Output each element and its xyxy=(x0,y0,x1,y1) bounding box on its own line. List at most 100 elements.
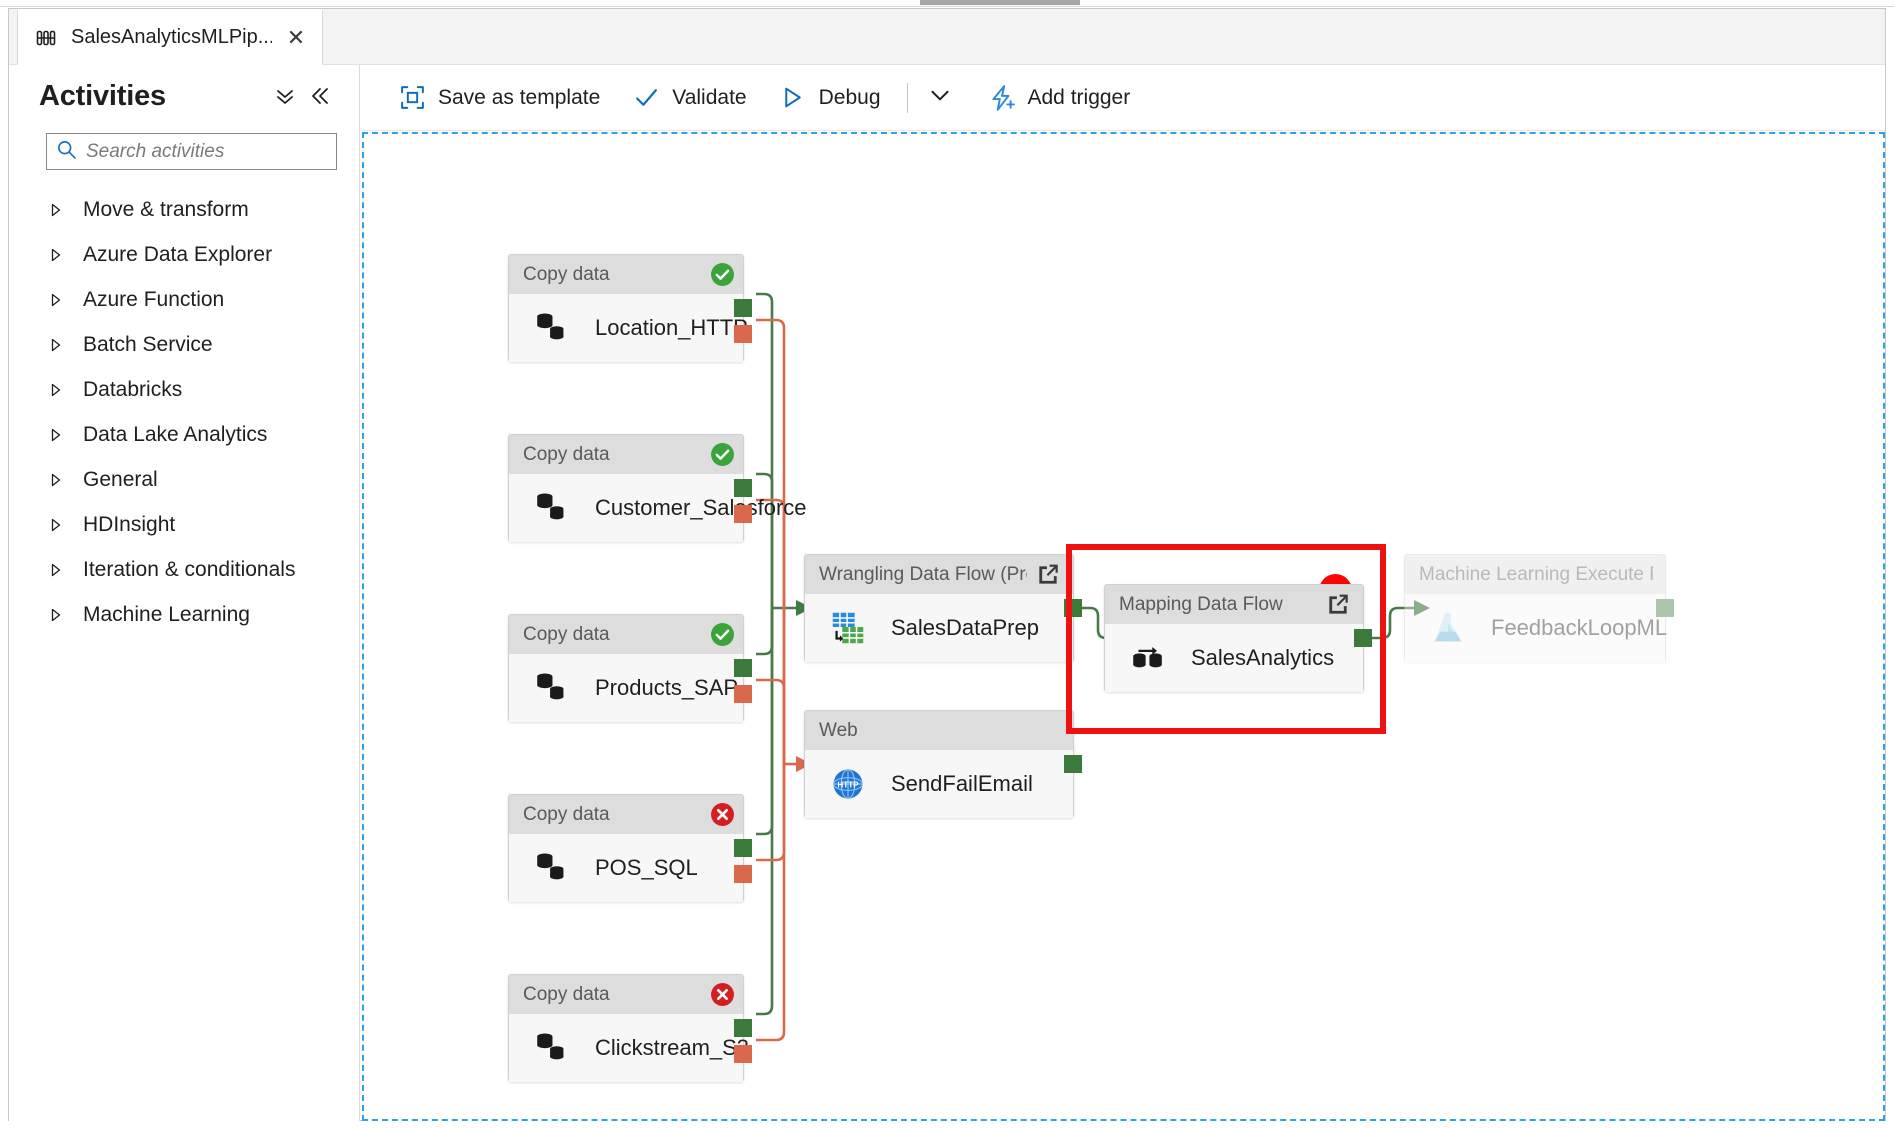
debug-dropdown-button[interactable] xyxy=(918,76,962,120)
node-type-label: Copy data xyxy=(523,623,610,645)
success-output-port[interactable] xyxy=(734,659,752,677)
activity-node-sendfailemail[interactable]: Web HTTP SendF xyxy=(804,710,1082,818)
canvas-content: Copy data xyxy=(364,134,1883,1119)
success-output-port[interactable] xyxy=(734,1019,752,1037)
node-name-label: SendFailEmail xyxy=(891,771,1033,796)
success-output-port[interactable] xyxy=(1354,629,1372,647)
close-icon[interactable]: ✕ xyxy=(286,24,306,50)
failure-output-port[interactable] xyxy=(734,505,752,523)
toolbar-divider xyxy=(906,82,908,113)
node-name-label: Products_SAP xyxy=(595,675,739,700)
svg-text:HTTP: HTTP xyxy=(837,781,859,790)
node-name-label: Location_HTTP xyxy=(595,315,748,340)
activity-node-customer-salesforce[interactable]: Copy data xyxy=(508,434,807,542)
activity-category-azure-function[interactable]: Azure Function xyxy=(9,277,360,322)
node-name-label: SalesDataPrep xyxy=(891,615,1039,640)
debug-button[interactable]: Debug xyxy=(763,75,897,121)
database-copy-icon xyxy=(531,847,573,889)
add-trigger-label: Add trigger xyxy=(1027,85,1131,109)
activity-node-salesdataprep[interactable]: Wrangling Data Flow (Preview xyxy=(804,554,1082,662)
add-trigger-button[interactable]: Add trigger xyxy=(972,75,1147,121)
debug-label: Debug xyxy=(818,85,881,109)
chevron-right-icon xyxy=(49,472,63,488)
success-output-port[interactable] xyxy=(734,299,752,317)
failure-output-port[interactable] xyxy=(734,865,752,883)
activity-category-hdinsight[interactable]: HDInsight xyxy=(9,502,360,547)
database-copy-icon xyxy=(531,487,573,529)
activity-category-databricks[interactable]: Databricks xyxy=(9,367,360,412)
activity-category-label: Batch Service xyxy=(83,332,213,356)
success-output-port[interactable] xyxy=(734,479,752,497)
failure-output-port[interactable] xyxy=(734,685,752,703)
open-external-icon[interactable] xyxy=(1035,562,1061,588)
chevron-right-icon xyxy=(49,427,63,443)
node-header: Copy data xyxy=(509,795,743,834)
node-name-label: Clickstream_S3 xyxy=(595,1035,750,1060)
checkmark-icon xyxy=(632,84,660,112)
chevron-right-icon xyxy=(49,292,63,308)
activity-node-products-sap[interactable]: Copy data xyxy=(508,614,752,722)
activity-category-general[interactable]: General xyxy=(9,457,360,502)
save-as-template-button[interactable]: Save as template xyxy=(382,75,616,121)
node-body: Products_SAP xyxy=(509,654,743,722)
status-badge-success xyxy=(710,442,735,467)
double-chevron-left-icon[interactable] xyxy=(302,79,336,113)
activity-node-salesanalytics[interactable]: Mapping Data Flow xyxy=(1104,584,1372,692)
double-chevron-down-icon[interactable] xyxy=(268,79,302,113)
activity-node-pos-sql[interactable]: Copy data xyxy=(508,794,752,902)
search-icon xyxy=(56,139,77,165)
http-globe-icon: HTTP xyxy=(827,763,869,805)
save-as-template-label: Save as template xyxy=(438,85,601,109)
node-body: Clickstream_S3 xyxy=(509,1014,749,1082)
node-header: Wrangling Data Flow (Preview xyxy=(805,555,1073,594)
tab-pipeline[interactable]: SalesAnalyticsMLPip... ✕ xyxy=(17,9,323,65)
activity-category-iteration-conditionals[interactable]: Iteration & conditionals xyxy=(9,547,360,592)
pipeline-canvas[interactable]: Copy data xyxy=(362,132,1885,1121)
status-badge-success xyxy=(710,262,735,287)
node-body: POS_SQL xyxy=(509,834,743,902)
pipeline-toolbar: Save as template Validate Debug xyxy=(362,65,1885,131)
activity-category-label: Move & transform xyxy=(83,197,249,221)
database-copy-icon xyxy=(531,1027,573,1069)
failure-output-port[interactable] xyxy=(734,1045,752,1063)
success-output-port[interactable] xyxy=(1656,599,1674,617)
activity-node-location-http[interactable]: Copy data xyxy=(508,254,752,362)
activity-node-clickstream-s3[interactable]: Copy data xyxy=(508,974,752,1082)
activity-category-batch-service[interactable]: Batch Service xyxy=(9,322,360,367)
node-body: SalesAnalytics xyxy=(1105,624,1363,692)
chevron-right-icon xyxy=(49,517,63,533)
node-body: FeedbackLoopML xyxy=(1405,594,1667,662)
activity-category-label: Data Lake Analytics xyxy=(83,422,268,446)
activities-panel: Activities xyxy=(9,65,360,1121)
activity-category-move-transform[interactable]: Move & transform xyxy=(9,187,360,232)
search-activities-box[interactable] xyxy=(46,133,337,170)
lightning-plus-icon xyxy=(988,84,1016,112)
activity-category-azure-data-explorer[interactable]: Azure Data Explorer xyxy=(9,232,360,277)
node-header: Mapping Data Flow xyxy=(1105,585,1363,624)
node-type-label: Wrangling Data Flow (Preview xyxy=(819,563,1027,585)
activity-category-label: Iteration & conditionals xyxy=(83,557,296,581)
open-external-icon[interactable] xyxy=(1325,592,1351,618)
ml-flask-icon xyxy=(1427,607,1469,649)
node-body: Location_HTTP xyxy=(509,294,748,362)
activities-accordion-list: Move & transform Azure Data Explorer Azu… xyxy=(9,187,360,637)
success-output-port[interactable] xyxy=(1064,755,1082,773)
activity-category-label: HDInsight xyxy=(83,512,176,536)
validate-button[interactable]: Validate xyxy=(616,75,762,121)
success-output-port[interactable] xyxy=(1064,599,1082,617)
activity-category-machine-learning[interactable]: Machine Learning xyxy=(9,592,360,637)
activities-panel-header: Activities xyxy=(9,65,360,127)
success-output-port[interactable] xyxy=(734,839,752,857)
activity-category-data-lake-analytics[interactable]: Data Lake Analytics xyxy=(9,412,360,457)
database-copy-icon xyxy=(531,667,573,709)
tab-strip: SalesAnalyticsMLPip... ✕ xyxy=(9,9,1885,65)
validate-label: Validate xyxy=(672,85,747,109)
mapping-dataflow-icon xyxy=(1127,637,1169,679)
search-input[interactable] xyxy=(86,134,327,169)
node-header: Copy data xyxy=(509,435,743,474)
status-badge-error xyxy=(710,982,735,1007)
failure-output-port[interactable] xyxy=(734,325,752,343)
node-name-label: Customer_Salesforce xyxy=(595,495,807,520)
activity-node-feedbackloopml[interactable]: Machine Learning Execute Pipeline Feedba… xyxy=(1404,554,1674,662)
